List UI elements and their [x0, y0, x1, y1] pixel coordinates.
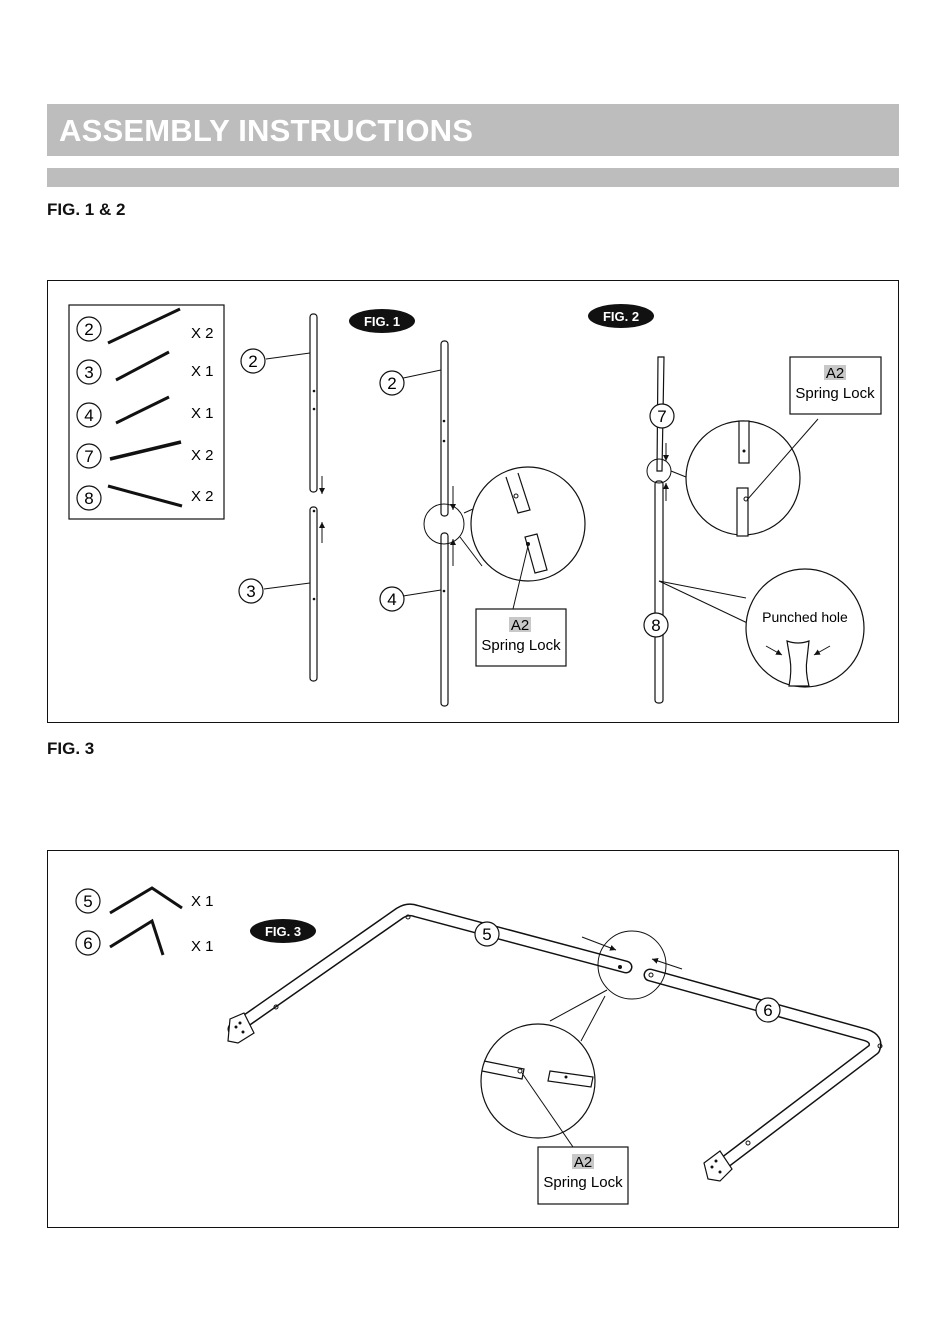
spring-lock-name: Spring Lock: [795, 385, 875, 402]
spring-lock-label: A2 Spring Lock: [476, 609, 566, 666]
fig3-panel: 5 X 1 6 X 1 FIG. 3 5 6: [47, 850, 899, 1228]
spring-lock-detail: [471, 467, 585, 581]
parts-list-item: 2 X 2: [77, 309, 214, 343]
part-qty: X 1: [191, 938, 214, 955]
callout-7: 7: [657, 407, 666, 426]
fig3-badge: FIG. 3: [250, 919, 316, 943]
parts-list-item: 6 X 1: [76, 921, 214, 955]
fig12-heading: FIG. 1 & 2: [47, 200, 125, 220]
bent-pole-icon: [110, 888, 182, 913]
callout-2: 2: [387, 374, 396, 393]
parts-list-item: 8 X 2: [77, 486, 214, 510]
parts-list-item: 7 X 2: [77, 442, 214, 468]
spring-lock-code: A2: [511, 617, 529, 634]
bent-pole-icon: [110, 921, 163, 955]
frame-tube-6: 6: [649, 973, 882, 1181]
title-bar: ASSEMBLY INSTRUCTIONS: [47, 104, 899, 156]
pole-part-2: [310, 314, 317, 492]
part-number: 7: [84, 447, 93, 466]
part-number: 8: [84, 489, 93, 508]
svg-text:FIG. 2: FIG. 2: [603, 309, 639, 324]
spring-lock-code: A2: [574, 1154, 592, 1171]
part-number: 4: [84, 406, 93, 425]
parts-list-item: 4 X 1: [77, 397, 214, 427]
pole-icon: [108, 486, 182, 506]
fig12-panel: 2 X 2 3 X 1 4 X 1 7 X 2 8 X 2 2: [47, 280, 899, 723]
fig1-left-assembly: 2 3: [239, 314, 322, 681]
part-qty: X 1: [191, 405, 214, 422]
fig2-badge: FIG. 2: [588, 304, 654, 328]
callout-6: 6: [763, 1001, 772, 1020]
part-number: 5: [83, 892, 92, 911]
part-qty: X 1: [191, 893, 214, 910]
spring-lock-name: Spring Lock: [543, 1174, 623, 1191]
spring-lock-code: A2: [826, 365, 844, 382]
callout-5: 5: [482, 925, 491, 944]
part-qty: X 2: [191, 325, 214, 342]
pole-part-3: [310, 507, 317, 681]
spring-lock-label: A2 Spring Lock: [790, 357, 881, 414]
pole-icon: [116, 397, 169, 423]
pole-icon: [110, 442, 181, 459]
parts-list-item: 3 X 1: [77, 352, 214, 384]
spring-lock-name: Spring Lock: [481, 637, 561, 654]
pole-icon: [116, 352, 169, 380]
spring-lock-label: A2 Spring Lock: [538, 1147, 628, 1204]
callout-8: 8: [651, 616, 660, 635]
part-number: 3: [84, 363, 93, 382]
part-number: 2: [84, 320, 93, 339]
part-number: 6: [83, 934, 92, 953]
fig3-illustration: 5 X 1 6 X 1 FIG. 3 5 6: [48, 851, 900, 1229]
svg-text:FIG. 1: FIG. 1: [364, 314, 400, 329]
part-qty: X 2: [191, 488, 214, 505]
callout-4: 4: [387, 590, 396, 609]
fig1-badge: FIG. 1: [349, 309, 415, 333]
fig12-illustration: 2 X 2 3 X 1 4 X 1 7 X 2 8 X 2 2: [48, 281, 900, 724]
pole-part-8: [655, 481, 663, 703]
part-qty: X 1: [191, 363, 214, 380]
svg-text:FIG. 3: FIG. 3: [265, 924, 301, 939]
callout-2: 2: [248, 352, 257, 371]
sub-bar: [47, 168, 899, 187]
part-qty: X 2: [191, 447, 214, 464]
callout-3: 3: [246, 582, 255, 601]
punched-hole-label: Punched hole: [762, 609, 848, 625]
fig3-heading: FIG. 3: [47, 739, 94, 759]
pole-icon: [108, 309, 180, 343]
parts-list-item: 5 X 1: [76, 888, 214, 913]
pole-part-2: [441, 341, 448, 516]
page-title: ASSEMBLY INSTRUCTIONS: [59, 113, 473, 149]
pole-part-4: [441, 533, 448, 706]
